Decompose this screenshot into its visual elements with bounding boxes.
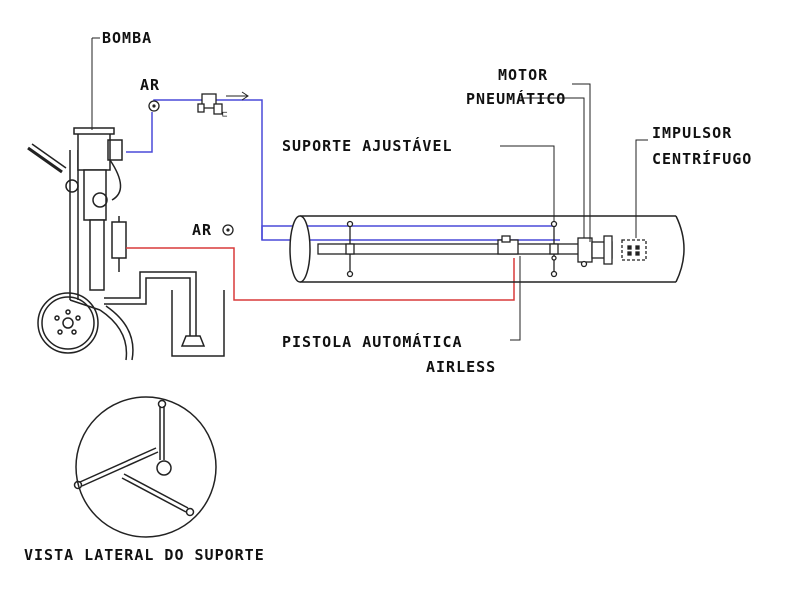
pump-assembly — [27, 127, 225, 361]
label-ar-top: AR — [140, 76, 161, 94]
svg-text:⊏: ⊏ — [222, 110, 227, 120]
label-impulsor-line2: CENTRÍFUGO — [652, 150, 753, 168]
label-vista: VISTA LATERAL DO SUPORTE — [24, 546, 265, 564]
fluid-line — [126, 247, 515, 301]
label-impulsor-line1: IMPULSOR — [652, 124, 733, 142]
label-motor-line1: MOTOR — [498, 66, 549, 84]
side-view-detail — [73, 396, 217, 538]
air-valve-icon: ⊏ — [197, 93, 227, 120]
label-ar-mid: AR — [192, 221, 213, 239]
label-motor-line2: PNEUMÁTICO — [466, 90, 567, 108]
label-pistola-line2: AIRLESS — [426, 358, 497, 376]
air-lines — [126, 99, 560, 241]
label-suporte: SUPORTE AJUSTÁVEL — [282, 137, 453, 155]
label-pistola-line1: PISTOLA AUTOMÁTICA — [282, 333, 463, 351]
pipe — [289, 215, 685, 283]
lance-assembly — [317, 220, 647, 278]
label-bomba: BOMBA — [102, 29, 153, 47]
leader-lines — [500, 83, 648, 341]
